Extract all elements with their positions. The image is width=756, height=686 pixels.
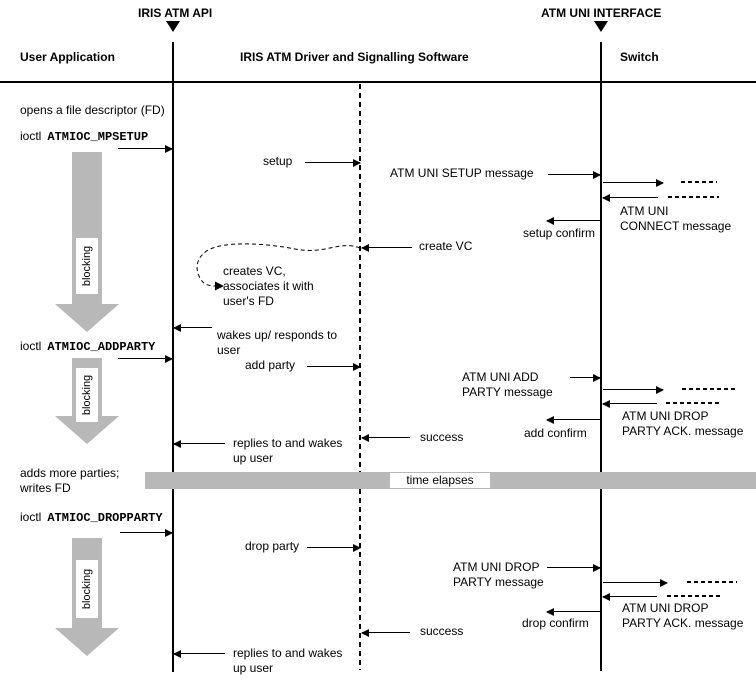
- column-header-user-application: User Application: [20, 50, 115, 64]
- ioctl-addparty-code: ATMIOC_ADDPARTY: [47, 340, 156, 354]
- arrow-replies-2: [173, 650, 225, 658]
- arrow-drop-party: [307, 544, 361, 552]
- arrow-uni-drop: [547, 564, 601, 572]
- msg-uni-drop-line1: ATM UNI DROP: [453, 560, 540, 574]
- msg-drop-party: drop party: [245, 539, 300, 553]
- arrow-ioctl-dropparty: [120, 529, 173, 537]
- arrow-switch-out-1: [603, 179, 664, 187]
- dashes-in-1: [668, 196, 719, 198]
- blocking-arrow-3-label: blocking: [76, 560, 98, 618]
- dashes-out-1: [681, 181, 717, 183]
- arrow-create-vc: [361, 244, 412, 252]
- event-adds-more-parties-line1: adds more parties;: [20, 466, 120, 480]
- msg-replies-1-line2: up user: [233, 451, 274, 465]
- msg-wakes-up-line1: wakes up/ responds to: [217, 328, 338, 342]
- msg-uni-drop-line2: PARTY message: [453, 575, 544, 589]
- msg-uni-drop-ack-b-line1: ATM UNI DROP: [622, 601, 709, 615]
- arrow-switch-out-3: [603, 579, 668, 587]
- msg-success-1: success: [420, 430, 464, 444]
- creates-vc-dashed-curve: [196, 243, 361, 291]
- msg-success-2: success: [420, 624, 464, 638]
- msg-replies-1-line1: replies to and wakes: [233, 436, 343, 450]
- blocking-arrow-3-head: [55, 628, 119, 656]
- time-elapses-label: time elapses: [390, 473, 490, 488]
- msg-uni-setup: ATM UNI SETUP message: [390, 166, 534, 180]
- blocking-arrow-1-head: [55, 304, 119, 332]
- column-header-driver: IRIS ATM Driver and Signalling Software: [240, 50, 469, 64]
- lifeline-driver-internal: [359, 84, 361, 670]
- dashes-out-2: [682, 388, 736, 390]
- msg-replies-2-line2: up user: [233, 661, 274, 675]
- msg-add-confirm: add confirm: [524, 426, 587, 440]
- arrow-uni-setup: [548, 171, 601, 179]
- uni-interface-label: ATM UNI INTERFACE: [541, 6, 662, 20]
- arrow-uni-add: [570, 374, 601, 382]
- arrow-drop-confirm: [546, 608, 600, 616]
- dashes-in-2: [666, 402, 719, 404]
- arrow-replies-1: [173, 440, 225, 448]
- header-divider: [0, 81, 756, 83]
- blocking-arrow-2-label: blocking: [76, 368, 98, 422]
- msg-setup: setup: [263, 154, 293, 168]
- ioctl-dropparty-code: ATMIOC_DROPPARTY: [47, 511, 163, 525]
- arrow-setup-confirm: [546, 217, 600, 225]
- api-interface-arrow-icon: [166, 21, 180, 32]
- msg-drop-confirm: drop confirm: [522, 616, 589, 630]
- arrow-setup: [305, 159, 361, 167]
- arrow-switch-in-3: [602, 593, 657, 601]
- blocking-arrow-1-label: blocking: [76, 238, 98, 294]
- arrow-ioctl-mpsetup: [118, 145, 173, 153]
- arrow-ioctl-addparty: [118, 355, 173, 363]
- msg-add-party: add party: [245, 358, 296, 372]
- lifeline-iris-atm-api: [172, 42, 174, 672]
- arrow-success-1: [361, 434, 410, 442]
- msg-replies-2-line1: replies to and wakes: [233, 646, 343, 660]
- uni-interface-arrow-icon: [594, 21, 608, 32]
- msg-uni-connect-line2: CONNECT message: [620, 219, 732, 233]
- arrow-switch-in-2: [602, 400, 657, 408]
- msg-uni-drop-ack-a-line1: ATM UNI DROP: [622, 409, 709, 423]
- arrow-add-party: [307, 363, 361, 371]
- arrow-add-confirm: [546, 416, 600, 424]
- api-interface-label: IRIS ATM API: [138, 6, 213, 20]
- ioctl-mpsetup-code: ATMIOC_MPSETUP: [47, 130, 149, 144]
- msg-uni-add-line2: PARTY message: [462, 385, 553, 399]
- lifeline-switch: [600, 42, 602, 671]
- column-header-switch: Switch: [620, 50, 659, 64]
- note-creates-vc-line2: associates it with: [223, 279, 314, 293]
- msg-uni-drop-ack-a-line2: PARTY ACK. message: [622, 424, 744, 438]
- note-creates-vc-line3: user's FD: [223, 294, 274, 308]
- event-opens-fd: opens a file descriptor (FD): [20, 103, 165, 117]
- arrow-wakes-up: [173, 324, 212, 332]
- arrow-success-2: [361, 629, 410, 637]
- dashes-out-3: [687, 581, 737, 583]
- msg-uni-add-line1: ATM UNI ADD: [462, 370, 539, 384]
- msg-wakes-up-line2: user: [217, 343, 241, 357]
- msg-uni-drop-ack-b-line2: PARTY ACK. message: [622, 616, 744, 630]
- note-creates-vc-line1: creates VC,: [223, 264, 286, 278]
- arrow-switch-out-2: [603, 386, 664, 394]
- msg-setup-confirm: setup confirm: [523, 226, 596, 240]
- dashes-in-3: [667, 595, 720, 597]
- msg-uni-connect-line1: ATM UNI: [620, 204, 669, 218]
- arrow-switch-in-1: [602, 194, 658, 202]
- event-adds-more-parties-line2: writes FD: [20, 481, 71, 495]
- msg-create-vc: create VC: [419, 239, 473, 253]
